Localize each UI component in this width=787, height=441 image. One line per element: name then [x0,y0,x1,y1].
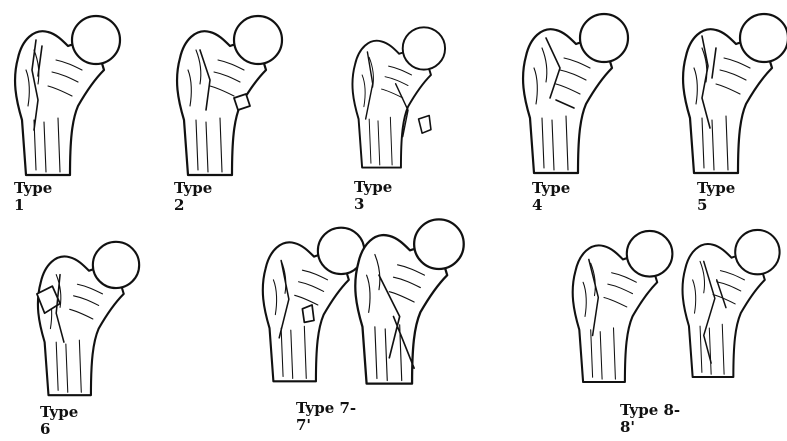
femur-illustration-type-6 [14,236,164,400]
femur-illustration-type-4 [516,8,646,178]
figure-type-5 [676,8,787,178]
label-type-1-line1: Type [14,180,52,197]
label-type-8: Type 8- 8' [620,402,680,436]
label-type-8-line2: 8' [620,419,680,436]
femur-illustration-type-8-prime [676,208,787,398]
label-type-4-line2: 4 [532,197,570,214]
label-type-3-line1: Type [354,179,392,196]
label-type-6-line1: Type [40,404,78,421]
label-type-5-line1: Type [697,180,735,197]
femur-illustration-type-1 [8,10,128,180]
label-type-7: Type 7- 7' [296,400,356,434]
femur-illustration-type-5 [676,8,787,178]
label-type-2-line1: Type [174,180,212,197]
figure-type-6 [14,236,164,400]
figure-type-8-prime [676,208,787,398]
femur-illustration-type-7-prime [348,206,472,396]
figure-type-7-prime [348,206,472,396]
figure-type-1 [8,10,128,180]
figure-type-3 [338,22,478,172]
label-type-6-line2: 6 [40,421,78,438]
figure-type-2 [170,10,300,180]
label-type-1-line2: 1 [14,197,52,214]
femur-illustration-type-3 [338,22,478,172]
label-type-1: Type 1 [14,180,52,214]
figure-type-4 [516,8,646,178]
label-type-8-line1: Type 8- [620,402,680,419]
label-type-6: Type 6 [40,404,78,438]
label-type-2: Type 2 [174,180,212,214]
femur-illustration-type-8 [566,214,680,398]
label-type-7-line2: 7' [296,417,356,434]
label-type-7-line1: Type 7- [296,400,356,417]
figure-type-8 [566,214,680,398]
label-type-4: Type 4 [532,180,570,214]
label-type-4-line1: Type [532,180,570,197]
label-type-2-line2: 2 [174,197,212,214]
femur-illustration-type-2 [170,10,300,180]
